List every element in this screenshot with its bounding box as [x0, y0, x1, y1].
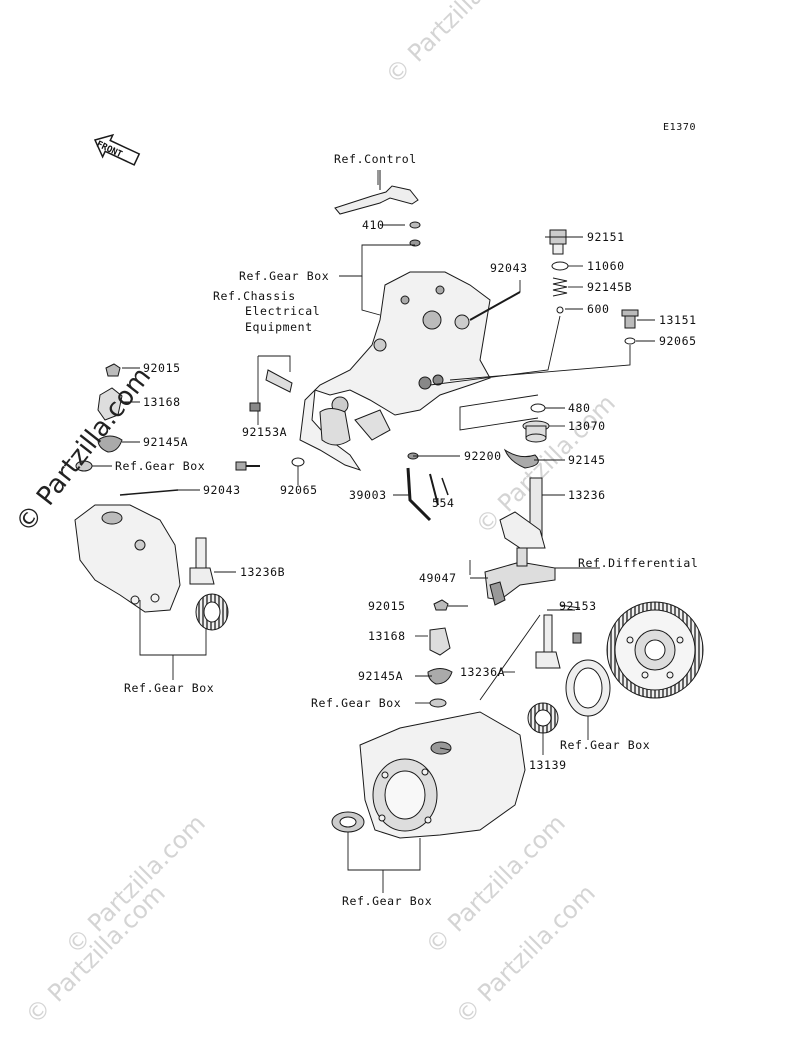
label-92145b: 92145B	[587, 280, 633, 294]
label-92043-left: 92043	[203, 483, 241, 497]
gear-box-housing-left	[74, 504, 181, 613]
label-electrical: Electrical	[245, 304, 321, 318]
shaft-13236a	[535, 614, 561, 669]
lever-13168-left	[97, 387, 123, 421]
label-ref-differential: Ref.Differential	[578, 556, 699, 570]
label-92145a-left: 92145A	[143, 435, 189, 449]
label-13236a: 13236A	[460, 665, 506, 679]
lever-13168-mid	[429, 627, 451, 656]
label-13139: 13139	[529, 758, 567, 772]
label-600: 600	[587, 302, 610, 316]
nut-410	[409, 221, 421, 229]
label-ref-gear-box-bottom-left: Ref.Gear Box	[124, 681, 215, 695]
label-39003: 39003	[349, 488, 387, 502]
label-92065-right: 92065	[659, 334, 697, 348]
shaft-13236	[499, 477, 546, 549]
front-arrow-icon	[93, 133, 141, 166]
label-92065-mid: 92065	[280, 483, 318, 497]
label-13236: 13236	[568, 488, 606, 502]
label-ref-gear-box-right: Ref.Gear Box	[560, 738, 651, 752]
washer-92065	[624, 337, 636, 345]
ball-600	[556, 306, 564, 314]
gear-left	[195, 593, 229, 631]
control-bracket	[334, 170, 419, 215]
label-92043-top: 92043	[490, 261, 528, 275]
differential-gear	[606, 601, 704, 699]
label-92015-mid: 92015	[368, 599, 406, 613]
spring-92145	[503, 448, 539, 469]
oil-seal-bottom	[331, 811, 365, 833]
label-410: 410	[362, 218, 385, 232]
label-13151: 13151	[659, 313, 697, 327]
label-13236b: 13236B	[240, 565, 286, 579]
gear-box-housing-bottom	[359, 711, 526, 839]
label-92145a-mid: 92145A	[358, 669, 404, 683]
spring-92145a-left	[97, 435, 123, 453]
gear-box-housing-top	[299, 271, 491, 471]
label-92015-left: 92015	[143, 361, 181, 375]
label-92200: 92200	[464, 449, 502, 463]
nut-92015-left	[105, 363, 121, 377]
bearing	[565, 659, 611, 717]
shaft-13236b	[189, 537, 215, 585]
fork-49047	[484, 547, 556, 606]
washer-11060	[551, 261, 569, 271]
label-92153: 92153	[559, 599, 597, 613]
label-11060: 11060	[587, 259, 625, 273]
label-ref-control: Ref.Control	[334, 152, 417, 166]
label-ref-gear-box: Ref.Gear Box	[239, 269, 330, 283]
nut	[409, 239, 421, 247]
diagram-id: E1370	[663, 122, 697, 133]
bushing-13070	[522, 420, 550, 443]
spring-92145a-mid	[427, 668, 453, 685]
label-ref-gear-box-mid: Ref.Gear Box	[311, 696, 402, 710]
label-92145: 92145	[568, 453, 606, 467]
gear-13139	[527, 702, 559, 734]
plug-92151	[549, 229, 567, 255]
label-equipment: Equipment	[245, 320, 313, 334]
label-92151: 92151	[587, 230, 625, 244]
label-480: 480	[568, 401, 591, 415]
label-49047: 49047	[419, 571, 457, 585]
ring-480	[530, 403, 546, 413]
label-13168-left: 13168	[143, 395, 181, 409]
label-554: 554	[432, 496, 455, 510]
label-92153a: 92153A	[242, 425, 288, 439]
label-ref-gear-box-bottom: Ref.Gear Box	[342, 894, 433, 908]
label-13168-mid: 13168	[368, 629, 406, 643]
label-13070: 13070	[568, 419, 606, 433]
seal-mid	[429, 698, 447, 708]
spring-92145b	[552, 277, 568, 297]
switch-13151	[621, 309, 639, 329]
nut-92015-mid	[433, 599, 449, 611]
label-ref-gear-box-left: Ref.Gear Box	[115, 459, 206, 473]
label-ref-chassis: Ref.Chassis	[213, 289, 296, 303]
